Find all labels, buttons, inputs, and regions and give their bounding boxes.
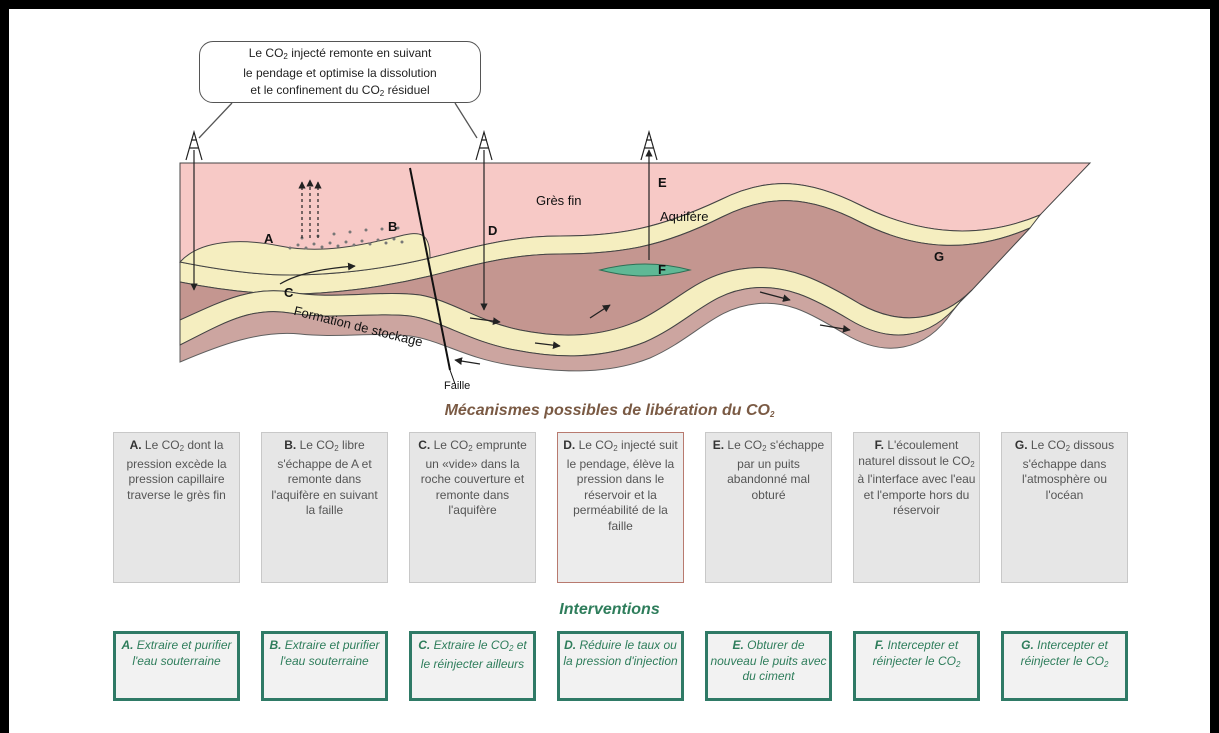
intervention-f: F. Intercepter et réinjecter le CO2	[853, 631, 980, 701]
intervention-sub: 2	[1103, 659, 1109, 669]
mechanism-text: dont la pression excède la pression capi…	[126, 438, 227, 502]
mechanism-sub: 2	[179, 444, 185, 453]
mechanism-e: E. Le CO2 s'échappe par un puits abandon…	[705, 432, 832, 583]
mechanism-b: B. Le CO2 libre s'échappe de A et remont…	[261, 432, 388, 583]
mechanism-text: L'écoulement naturel dissout le CO	[858, 438, 971, 468]
well-left	[185, 129, 203, 291]
mechanism-text: emprunte un «vide» dans la roche couvert…	[420, 438, 527, 517]
mechanism-c: C. Le CO2 emprunte un «vide» dans la roc…	[409, 432, 536, 583]
callout-line3-pre: et le confinement du CO	[250, 83, 380, 97]
intervention-text: Extraire et purifier l'eau souterraine	[132, 638, 232, 668]
mechanisms-title-main: Mécanismes possibles de libération du CO	[444, 402, 770, 419]
mechanism-a: A. Le CO2 dont la pression excède la pre…	[113, 432, 240, 583]
well-middle	[475, 129, 493, 311]
intervention-text: Intercepter et réinjecter le CO	[872, 638, 959, 668]
intervention-letter: B.	[269, 638, 282, 652]
letter-f: F	[658, 262, 666, 277]
intervention-text: Réduire le taux ou la pression d'injecti…	[563, 638, 678, 668]
mechanism-text: s'échappe par un puits abandonné mal obt…	[727, 438, 825, 502]
mechanism-d: D. Le CO2 injecté suit le pendage, élève…	[557, 432, 684, 583]
intervention-letter: D.	[564, 638, 577, 652]
mechanism-text: Le CO	[575, 438, 614, 452]
interventions-title: Interventions	[559, 601, 660, 618]
callout-line2: le pendage et optimise la dissolution	[243, 66, 437, 80]
intervention-letter: E.	[732, 638, 744, 652]
letter-b: B	[388, 219, 398, 234]
well-e	[640, 129, 658, 260]
base-layer	[179, 287, 961, 372]
intervention-b: B. Extraire et purifier l'eau souterrain…	[261, 631, 388, 701]
mechanism-sub: 2	[970, 459, 975, 469]
intervention-letter: F.	[874, 638, 885, 652]
intervention-text: et le réinjecter ailleurs	[420, 638, 527, 671]
mechanism-sub: 2	[468, 444, 473, 453]
mechanism-text: Le CO	[1027, 438, 1066, 452]
intervention-text: Extraire le CO	[430, 638, 509, 652]
label-faille: Faille	[444, 380, 471, 392]
intervention-sub: 2	[955, 659, 961, 669]
label-aquifere: Aquifère	[660, 209, 709, 224]
intervention-letter: C.	[418, 638, 431, 652]
intervention-letter: A.	[121, 638, 134, 652]
geological-cross-section	[179, 102, 1092, 385]
intervention-e: E. Obturer de nouveau le puits avec du c…	[705, 631, 832, 701]
mechanism-text: injecté suit le pendage, élève la pressi…	[566, 438, 678, 533]
faille-line	[409, 167, 451, 371]
callout-line1-pre: Le CO	[248, 46, 284, 60]
callout-line1-sub: 2	[283, 52, 288, 61]
mechanism-text: Le CO	[430, 438, 469, 452]
mechanism-letter: G.	[1014, 438, 1028, 452]
mechanism-text: Le CO	[296, 438, 335, 452]
intervention-a: A. Extraire et purifier l'eau souterrain…	[113, 631, 240, 701]
flow-arrows	[279, 262, 851, 365]
intervention-c: C. Extraire le CO2 et le réinjecter aill…	[409, 631, 536, 701]
mechanism-letter: D.	[563, 438, 576, 452]
mechanism-text: libre s'échappe de A et remonte dans l'a…	[271, 438, 378, 517]
callout-line1-post: injecté remonte en suivant	[287, 46, 432, 60]
mechanism-sub: 2	[762, 444, 767, 453]
letter-d: D	[488, 223, 498, 238]
mechanism-sub: 2	[334, 444, 339, 453]
mechanism-letter: A.	[129, 438, 142, 452]
mechanism-sub: 2	[1065, 444, 1071, 453]
mechanism-letter: B.	[284, 438, 297, 452]
intervention-text: Intercepter et réinjecter le CO	[1020, 638, 1108, 668]
mechanisms-title-sub: 2	[769, 410, 775, 419]
dashed-arrows-a	[298, 179, 322, 238]
intervention-letter: G.	[1021, 638, 1034, 652]
mechanism-text: dissous s'échappe dans l'atmosphère ou l…	[1021, 438, 1115, 502]
mechanism-text: à l'interface avec l'eau et l'emporte ho…	[857, 472, 976, 517]
mechanism-text: Le CO	[141, 438, 180, 452]
callout-line3-post: résiduel	[384, 83, 430, 97]
mechanism-f: F. L'écoulement naturel dissout le CO2 à…	[853, 432, 980, 583]
intervention-sub: 2	[508, 644, 514, 653]
intervention-text: Extraire et purifier l'eau souterraine	[280, 638, 380, 668]
mechanism-g: G. Le CO2 dissous s'échappe dans l'atmos…	[1001, 432, 1128, 583]
mechanisms-title: Mécanismes possibles de libération du CO…	[0, 402, 1219, 420]
intervention-text: Obturer de nouveau le puits avec du cime…	[710, 638, 827, 683]
interventions-row: A. Extraire et purifier l'eau souterrain…	[113, 631, 1128, 701]
intervention-d: D. Réduire le taux ou la pression d'inje…	[557, 631, 684, 701]
letter-a: A	[264, 231, 274, 246]
callout-pointers	[198, 102, 478, 139]
callout-bubble: Le CO2 injecté remonte en suivant le pen…	[199, 41, 481, 103]
mechanism-letter: F.	[874, 438, 884, 452]
letter-e: E	[658, 175, 667, 190]
label-gres-fin: Grès fin	[536, 193, 582, 208]
callout-line3-sub: 2	[379, 89, 385, 98]
intervention-g: G. Intercepter et réinjecter le CO2	[1001, 631, 1128, 701]
letter-c: C	[284, 285, 294, 300]
mechanisms-row: A. Le CO2 dont la pression excède la pre…	[113, 432, 1128, 585]
mechanism-text: Le CO	[724, 438, 763, 452]
letter-g: G	[934, 249, 945, 264]
mechanism-sub: 2	[613, 444, 618, 453]
co2-pool-f	[598, 263, 692, 277]
mechanism-letter: E.	[712, 438, 725, 452]
co2-bubbles	[288, 226, 404, 250]
mechanism-letter: C.	[418, 438, 431, 452]
